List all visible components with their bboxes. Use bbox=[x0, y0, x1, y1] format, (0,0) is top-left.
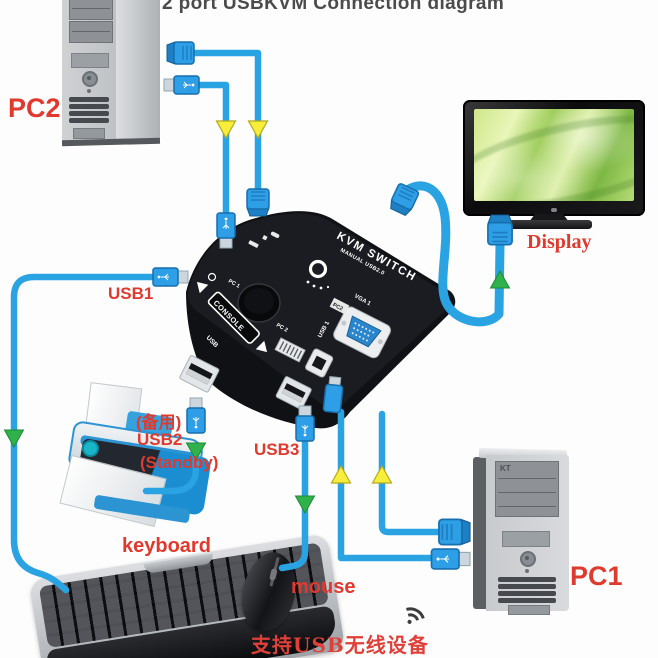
monitor-screen bbox=[474, 109, 634, 201]
pc1-label: PC1 bbox=[570, 561, 623, 591]
arrow-usb1-down bbox=[4, 429, 24, 448]
vent-slat bbox=[498, 598, 556, 603]
kvm-pc1-mark: PC 1 bbox=[227, 279, 241, 290]
kvm-back-port-marks bbox=[248, 231, 280, 248]
display-vga-plug bbox=[487, 214, 513, 246]
usb3-label: USB3 bbox=[254, 440, 300, 459]
usb3-plug bbox=[295, 405, 315, 442]
kvm-switch: KVM SWITCH MANUAL USB2.0 PC 1 PC 2 CONSO… bbox=[179, 211, 456, 429]
pc2-label: PC2 bbox=[8, 93, 61, 123]
pc1-vga-connector bbox=[438, 518, 471, 546]
pc1-usb-connector bbox=[430, 548, 471, 570]
arrow-usb3-down bbox=[295, 495, 315, 514]
pc1-panel-tag: KT bbox=[500, 464, 511, 473]
svg-text:PC2: PC2 bbox=[331, 302, 343, 312]
kvm-usb-port-2 bbox=[275, 376, 312, 410]
arrow-pc2-vga-down bbox=[247, 120, 269, 139]
vent-slat bbox=[69, 111, 109, 116]
kvm-pc1-vga-cable bbox=[378, 410, 448, 536]
usb2-label: USB2 bbox=[137, 430, 183, 449]
keyboard-label: keyboard bbox=[122, 535, 211, 557]
pc1-edge bbox=[473, 457, 487, 609]
usb1-keyboard-cable bbox=[10, 273, 156, 594]
arrow-display-up bbox=[490, 270, 510, 289]
vent-slat bbox=[69, 97, 109, 102]
kvm-pc1-usb-cable bbox=[337, 408, 440, 562]
vent-slat bbox=[498, 584, 556, 589]
diagram-title: 2 port USBKVM Connection diagram bbox=[162, 0, 505, 14]
usb2-standby-label-cn: (备用) bbox=[136, 413, 182, 432]
usb3-mouse-cable bbox=[278, 432, 309, 572]
usb2-printer-cable bbox=[142, 448, 200, 495]
pc2-vga-connector bbox=[166, 41, 195, 65]
bottom-slot bbox=[73, 128, 105, 139]
mouse-label: mouse bbox=[291, 576, 356, 598]
kvm-pc2-port-label: PC2 bbox=[329, 297, 350, 315]
pc2-vga-cable bbox=[187, 49, 262, 198]
power-led bbox=[525, 569, 529, 573]
kvm-square-icon bbox=[419, 258, 436, 273]
usb1-plug bbox=[152, 267, 189, 287]
kvm-usb-port-console bbox=[179, 355, 220, 393]
bottom-slot bbox=[508, 605, 550, 615]
monitor-neck bbox=[529, 214, 569, 222]
vent-slat bbox=[498, 577, 556, 582]
kvm-vga-port bbox=[333, 306, 391, 359]
kvm-display-cable bbox=[395, 181, 505, 327]
kvm-select-button bbox=[237, 283, 281, 323]
footer-note: 支持USB无线设备 bbox=[251, 633, 429, 657]
kvm-brand-logo bbox=[306, 259, 330, 290]
usb2-standby-label-en: (Standby) bbox=[140, 453, 219, 472]
kvm-top-face bbox=[187, 213, 450, 409]
arrow-pc2-usb-down bbox=[215, 120, 237, 139]
monitor-logo bbox=[551, 208, 557, 212]
drive-bay: KT bbox=[495, 461, 559, 517]
kvm-pc2-mark: PC 2 bbox=[275, 323, 289, 334]
power-led bbox=[87, 89, 91, 93]
kvm-dip-switch bbox=[274, 337, 306, 363]
usb2-plug bbox=[186, 397, 206, 434]
pc2-usb-cable bbox=[192, 81, 230, 218]
usb1-label: USB1 bbox=[108, 284, 154, 303]
power-button bbox=[82, 71, 98, 87]
pc2-usb-connector bbox=[163, 75, 200, 95]
pc2-front-panel bbox=[62, 0, 116, 142]
kvm-back-usb-plug bbox=[216, 212, 236, 249]
vent-slat bbox=[498, 591, 556, 596]
drive-bay bbox=[69, 21, 113, 43]
arrow-pc1-vga-up bbox=[371, 465, 393, 484]
panel-display bbox=[71, 53, 109, 68]
kvm-usb-b-plug bbox=[322, 375, 344, 414]
kvm-usb-b-port bbox=[305, 348, 334, 378]
pc2-tower bbox=[58, 0, 162, 148]
display-label: Display bbox=[527, 231, 592, 253]
pc1-front-panel: KT bbox=[486, 455, 569, 615]
monitor-stand bbox=[506, 220, 592, 229]
pc2-side-panel bbox=[116, 0, 160, 139]
pc1-tower: KT bbox=[473, 447, 571, 615]
power-button bbox=[520, 551, 536, 567]
vent-slat bbox=[69, 104, 109, 109]
kvm-back-vga-plug bbox=[246, 188, 270, 217]
display-monitor bbox=[463, 100, 645, 216]
vent-slat bbox=[69, 118, 109, 123]
drive-bay bbox=[69, 0, 113, 20]
arrow-pc1-usb-up bbox=[330, 465, 352, 484]
kvm-power-icon bbox=[207, 272, 217, 282]
panel-display bbox=[502, 531, 550, 547]
